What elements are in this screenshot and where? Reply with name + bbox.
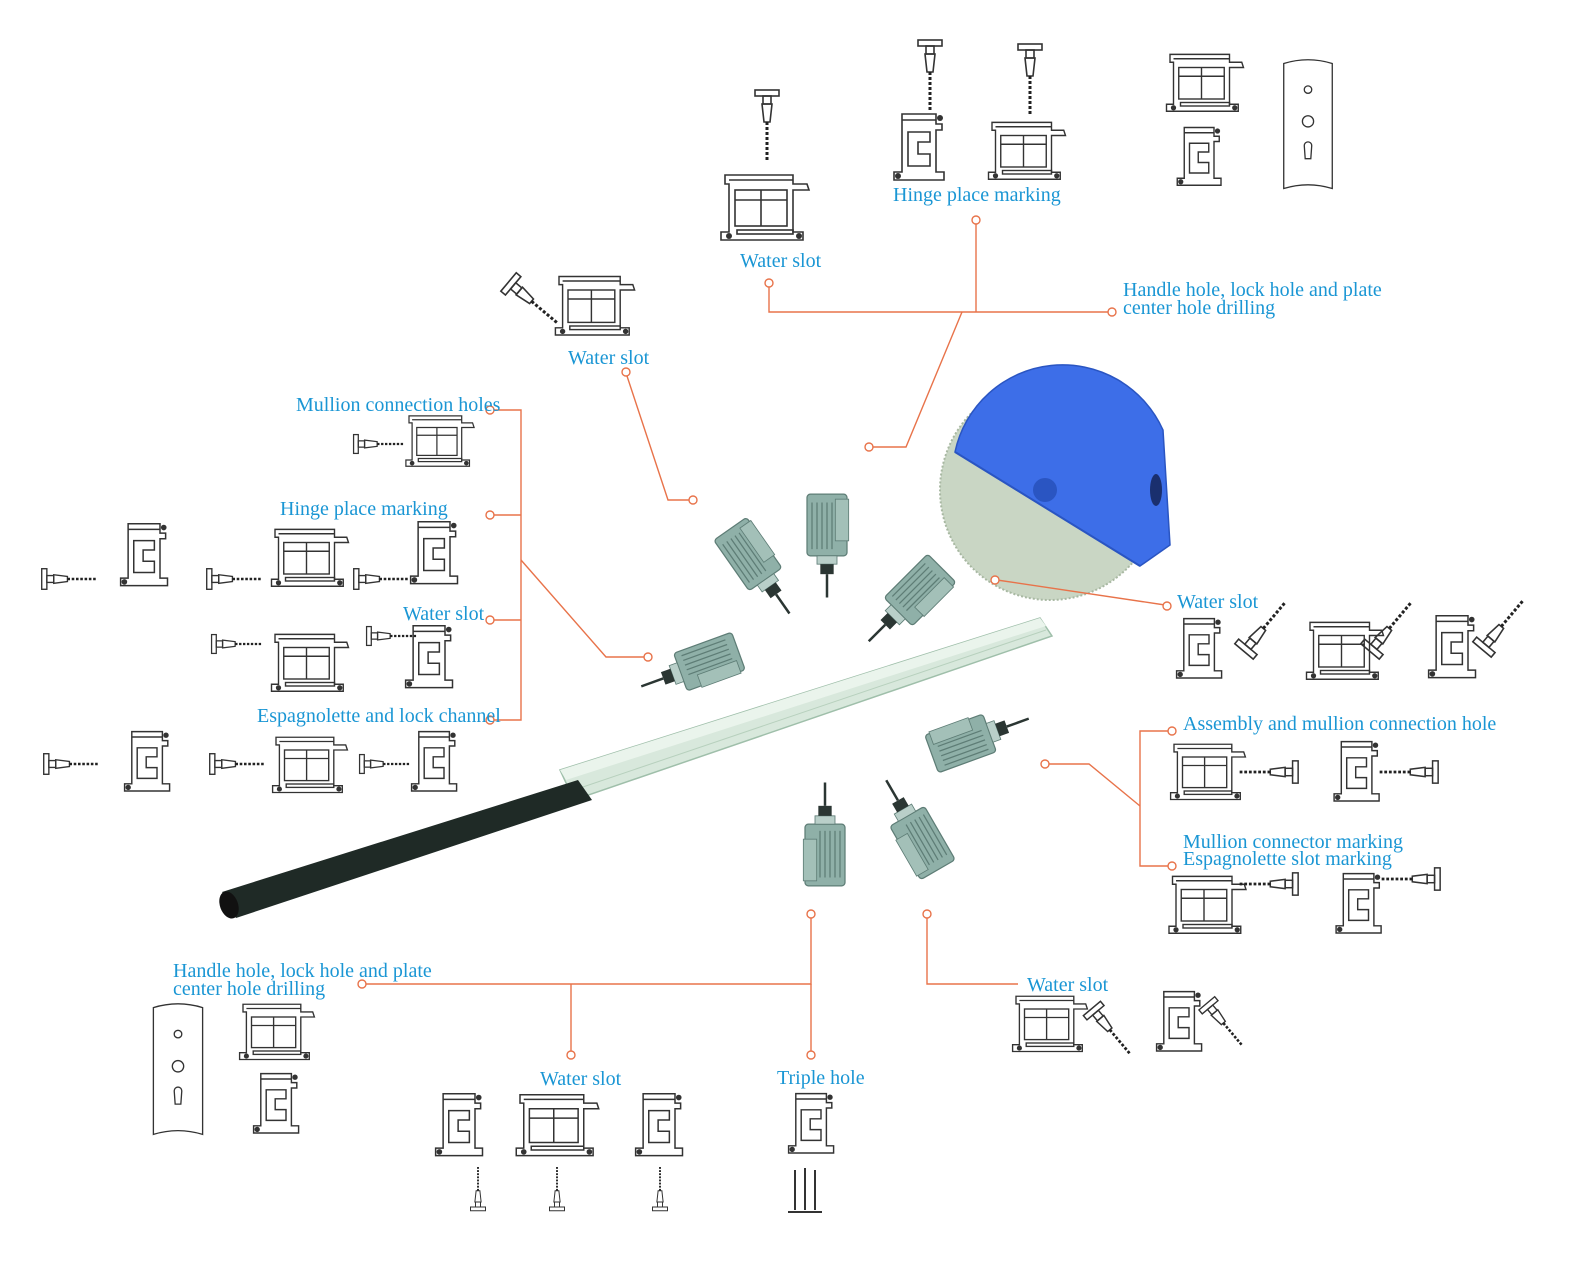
motor-right-horizontal	[922, 696, 1038, 775]
thumbs-top-handle	[1165, 53, 1333, 190]
thumbs-triple-hole	[787, 1092, 835, 1213]
label-mullion-connection-holes: Mullion connection holes	[296, 394, 501, 416]
label-water-slot-bottom: Water slot	[540, 1068, 622, 1090]
feed-shaft	[219, 780, 592, 919]
thumbs-top-water-slot	[719, 88, 811, 242]
thumbs-lower-right-water-slot	[1011, 990, 1252, 1063]
label-hinge-place-marking-left: Hinge place marking	[280, 498, 448, 520]
thumbs-top-hinge	[892, 38, 1067, 182]
label-hinge-place-marking-top: Hinge place marking	[893, 184, 1061, 206]
label-handle-hole-top: Handle hole, lock hole and plate center …	[1123, 279, 1382, 319]
thumbs-bottom-water-slot	[434, 1092, 684, 1212]
label-water-slot-top: Water slot	[740, 250, 822, 272]
label-handle-hole-top-line1: Handle hole, lock hole and plate	[1123, 279, 1382, 301]
label-handle-hole-top-line2: center hole drilling	[1123, 297, 1276, 319]
thumbs-left-espagnolette	[42, 730, 458, 794]
leader-dots	[357, 215, 1177, 1060]
label-water-slot-left: Water slot	[403, 603, 485, 625]
motor-bottom-vertical	[803, 783, 845, 886]
label-water-slot-upper-left: Water slot	[568, 347, 650, 369]
label-espagnolette-lock-channel: Espagnolette and lock channel	[257, 705, 501, 727]
thumbs-upper-left-water-slot	[499, 271, 636, 336]
motor-top-left-tilted	[711, 514, 810, 627]
saw-blade	[939, 364, 1171, 601]
profile-bar	[558, 617, 1054, 801]
label-triple-hole: Triple hole	[777, 1067, 865, 1089]
label-water-slot-right: Water slot	[1177, 591, 1259, 613]
thumbs-left-water-slot	[210, 624, 454, 693]
motor-top-right-tilted	[852, 552, 960, 659]
label-assembly-mullion-hole: Assembly and mullion connection hole	[1183, 713, 1497, 735]
motor-bottom-right-tilted	[865, 768, 958, 883]
label-espagnolette-slot-marking: Espagnolette slot marking	[1183, 848, 1392, 870]
label-handle-hole-bottom-line1: Handle hole, lock hole and plate	[173, 960, 432, 982]
label-handle-hole-bottom: Handle hole, lock hole and plate center …	[173, 960, 432, 1000]
motor-top-vertical	[807, 494, 849, 597]
thumbs-right-assembly	[1169, 740, 1440, 802]
thumbs-bottom-handle	[152, 1003, 316, 1136]
leader-lines	[362, 222, 1170, 1055]
label-water-slot-lower-right: Water slot	[1027, 974, 1109, 996]
thumbs-left-mullion	[352, 415, 475, 468]
motor-left-horizontal	[632, 630, 748, 709]
thumbs-right-mullion-connector	[1168, 866, 1442, 935]
thumbs-left-hinge	[40, 520, 459, 591]
label-mullion-connector-marking: Mullion connector marking	[1183, 831, 1403, 853]
label-handle-hole-bottom-line2: center hole drilling	[173, 978, 326, 1000]
